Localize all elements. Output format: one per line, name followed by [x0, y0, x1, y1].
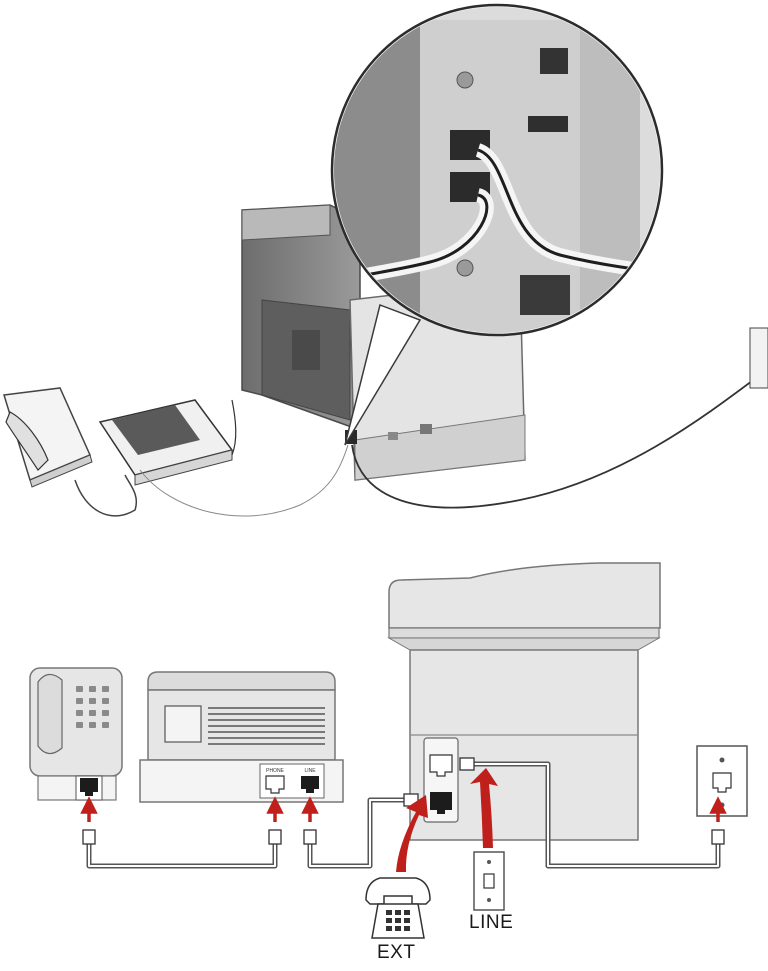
arrow-line-port — [470, 768, 498, 848]
answering-machine-line-port-label: LINE — [304, 768, 316, 774]
line-wall-plate-icon — [473, 851, 505, 911]
cable-plugs — [82, 757, 725, 845]
line-label: LINE — [469, 912, 514, 933]
bottom-cables — [86, 761, 721, 869]
ext-label: EXT — [377, 942, 416, 963]
printer-line-port — [429, 754, 453, 777]
arrow-ext-port — [396, 795, 428, 872]
telephone-illustration — [3, 387, 93, 488]
plug-answering-line — [303, 829, 317, 845]
plug-answering-phone — [268, 829, 282, 845]
answering-machine-schematic: PHONE LINE — [139, 671, 344, 803]
answering-machine-phone-port-label: PHONE — [266, 768, 284, 774]
wall-jack-schematic — [696, 745, 748, 817]
plug-phone — [82, 829, 96, 845]
connection-arrows — [80, 796, 727, 822]
answering-machine-phone-port — [265, 775, 285, 794]
top-wall-jack — [749, 327, 768, 389]
top-cable-machine-to-printer — [139, 444, 349, 517]
answering-machine-illustration — [98, 399, 234, 486]
ext-telephone-icon — [365, 877, 431, 939]
printer-ext-port — [430, 792, 452, 814]
zoom-callout-pointer — [344, 304, 422, 446]
printer-schematic — [387, 562, 661, 841]
top-cable-wall — [351, 374, 761, 509]
telephone-schematic — [29, 667, 123, 801]
plug-printer-line — [459, 757, 475, 771]
telephone-line-port — [75, 775, 103, 801]
zoom-callout-circle — [330, 3, 664, 337]
plug-wall-jack — [711, 829, 725, 845]
top-cable-phone — [74, 474, 137, 517]
answering-machine-line-port — [301, 776, 319, 793]
